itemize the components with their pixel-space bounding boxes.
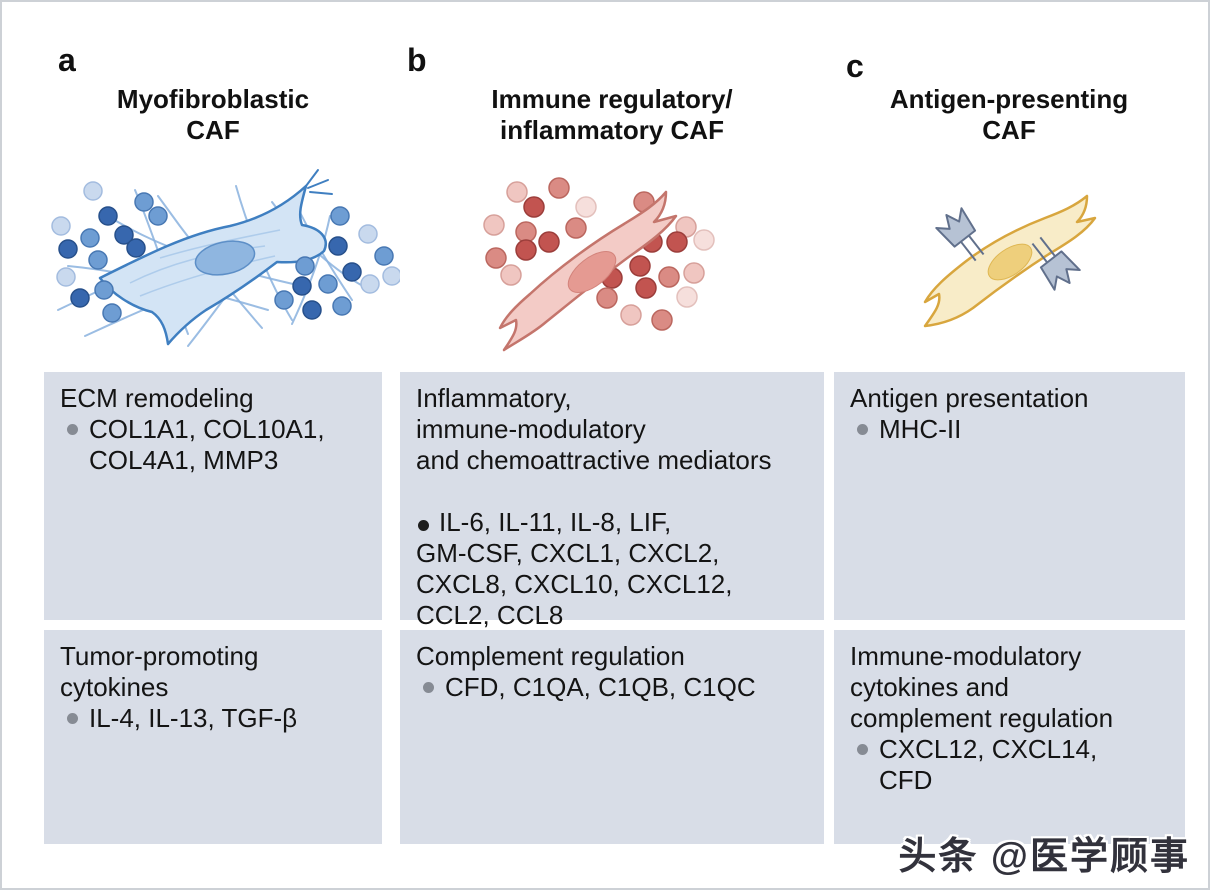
tumor-promoting-cytokines-box: Tumor-promoting cytokines IL-4, IL-13, T… [44,630,382,844]
ecm-remodeling-box: ECM remodeling COL1A1, COL10A1, COL4A1, … [44,372,382,620]
box-bullet-items: MHC-II [879,414,962,444]
box-heading: Immune-modulatory cytokines and compleme… [850,641,1114,733]
panel-title-antigen-presenting: Antigen-presenting CAF [889,84,1129,145]
panel-letter-c: c [846,48,864,84]
immune-modulatory-box: Immune-modulatory cytokines and compleme… [834,630,1185,844]
inflammatory-mediators-box: Inflammatory, immune-modulatory and chem… [400,372,824,630]
myofibroblastic-caf-illustration [51,169,400,347]
secreted-factor-dots-blue [51,181,400,323]
panel-title-immune-regulatory: Immune regulatory/ inflammatory CAF [491,84,733,145]
complement-regulation-box: Complement regulation CFD, C1QA, C1QB, C… [400,630,824,844]
antigen-presenting-caf-illustration [923,194,1097,328]
bullet-dot-icon [857,424,868,435]
bullet-dot-icon [857,744,868,755]
box-heading: Tumor-promoting cytokines [60,641,259,702]
panel-letter-b: b [407,42,427,78]
inflammatory-caf-illustration [483,177,715,352]
bullet-dot-icon [418,520,429,531]
box-heading: Complement regulation [416,641,685,671]
mhc-ii-molecule-icon [1031,236,1081,291]
box-bullet-items: CFD, C1QA, C1QB, C1QC [445,672,756,702]
panel-title-myofibroblastic: Myofibroblastic CAF [116,84,310,145]
box-bullet-items: CXCL12, CXCL14, CFD [879,734,1098,795]
watermark: 头条 @医学顾事 [898,836,1190,878]
bullet-dot-icon [67,713,78,724]
panel-letter-a: a [58,42,76,78]
box-heading: Inflammatory, immune-modulatory and chem… [416,383,772,475]
box-bullet-items: IL-4, IL-13, TGF-β [89,703,298,733]
antigen-presentation-box: Antigen presentation MHC-II [834,372,1185,620]
box-bullet-items: IL-6, IL-11, IL-8, LIF, GM-CSF, CXCL1, C… [416,507,733,630]
box-bullet-items: COL1A1, COL10A1, COL4A1, MMP3 [89,414,325,475]
bullet-dot-icon [423,682,434,693]
box-heading: ECM remodeling [60,383,254,413]
mhc-ii-molecule-icon [935,207,985,262]
bullet-dot-icon [67,424,78,435]
box-heading: Antigen presentation [850,383,1089,413]
